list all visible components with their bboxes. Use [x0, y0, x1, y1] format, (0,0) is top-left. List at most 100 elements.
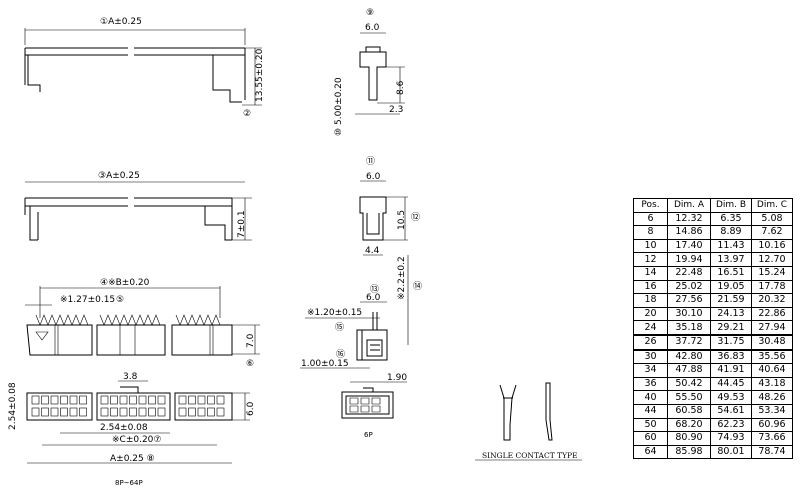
pitch-callout: ⑤ — [116, 295, 124, 305]
cell-pos: 12 — [633, 252, 668, 267]
height-callout: ⑭ — [413, 281, 422, 292]
cell-dim-c: 43.18 — [751, 376, 793, 392]
cell-dim-c: 60.96 — [751, 417, 793, 433]
contact-cavity — [148, 395, 156, 405]
cell-dim-a: 42.80 — [667, 349, 711, 365]
contact-cavity — [197, 407, 206, 417]
col-pitch-label: 2.54±0.08 — [100, 423, 148, 433]
contact-cavity — [79, 395, 87, 405]
contact-cavity — [69, 395, 78, 405]
cell-dim-a: 50.42 — [667, 376, 711, 392]
callout: ⑪ — [366, 156, 375, 167]
contact-cavity — [148, 407, 156, 417]
callout: ⑥ — [246, 359, 254, 369]
cell-pos: 10 — [633, 238, 668, 254]
cell-dim-c: 5.08 — [751, 211, 793, 227]
cell-dim-b: 74.93 — [710, 431, 752, 446]
contact-cavity — [157, 407, 166, 417]
cell-dim-b: 8.89 — [710, 225, 752, 240]
contact-cavity — [50, 395, 59, 405]
cell-dim-c: 73.66 — [751, 431, 793, 446]
dim-a-label: ③A±0.25 — [98, 171, 140, 181]
cell-pos: 20 — [633, 306, 668, 322]
pin-callout: ⑮ — [335, 322, 344, 333]
cell-dim-c: 20.32 — [751, 293, 793, 308]
contact-cavity — [100, 395, 109, 405]
cell-dim-a: 60.58 — [667, 403, 711, 419]
view-4-top: 3.8 6.0 2.54±0.08 2.54±0.08 ※C±0.20⑦ A±0… — [8, 372, 256, 487]
header-dim-c: Dim. C — [751, 198, 793, 213]
cell-dim-a: 47.88 — [667, 363, 711, 378]
dim-a-label: A±0.25 ⑧ — [110, 454, 155, 464]
cell-dim-a: 19.94 — [667, 252, 711, 267]
cell-dim-a: 17.40 — [667, 238, 711, 254]
caption: SINGLE CONTACT TYPE — [482, 451, 578, 460]
cell-dim-b: 21.59 — [710, 293, 752, 308]
cell-dim-a: 25.02 — [667, 279, 711, 295]
contact-cavity — [129, 395, 137, 405]
width-label: 6.0 — [365, 23, 380, 33]
contact-cavity — [60, 395, 68, 405]
cell-dim-c: 7.62 — [751, 225, 793, 240]
caption: 6P — [364, 431, 373, 439]
pitch-label: 1.90 — [387, 373, 407, 383]
cell-dim-b: 54.61 — [710, 403, 752, 419]
pin-label: ※1.20±0.15 — [307, 308, 362, 318]
height-label: 10.5 — [397, 210, 407, 230]
contact-cavity — [216, 395, 225, 405]
cell-dim-a: 80.90 — [667, 431, 711, 446]
cell-pos: 24 — [633, 320, 668, 336]
view-2-side: ③A±0.25 7±0.1 — [24, 171, 252, 241]
view-7-front: ⑬ 6.0 ※1.20±0.15 ⑮ ※2.2±0.2 ⑭ ⑯ 1.00±0.1… — [300, 255, 422, 369]
cell-dim-b: 80.01 — [710, 444, 752, 460]
cell-dim-b: 11.43 — [710, 238, 752, 254]
cell-dim-a: 27.56 — [667, 293, 711, 308]
header-dim-b: Dim. B — [710, 198, 752, 213]
cell-dim-c: 22.86 — [751, 306, 793, 322]
cell-dim-b: 29.21 — [710, 320, 752, 336]
cell-dim-c: 12.70 — [751, 252, 793, 267]
cell-dim-c: 10.16 — [751, 238, 793, 254]
cell-pos: 44 — [633, 403, 668, 419]
table-header: Pos. Dim. A Dim. B Dim. C — [633, 198, 793, 213]
contact-cavity — [41, 407, 49, 417]
cell-dim-a: 30.10 — [667, 306, 711, 322]
cell-dim-a: 68.20 — [667, 417, 711, 433]
offset-label: 5.00±0.20 — [334, 77, 344, 125]
width-label: 6.0 — [366, 293, 381, 303]
height-label: 7.0 — [246, 333, 256, 348]
cell-dim-b: 16.51 — [710, 265, 752, 281]
cell-dim-c: 53.34 — [751, 403, 793, 419]
tail-label: 2.3 — [389, 105, 403, 115]
cell-pos: 14 — [633, 265, 668, 281]
view-1-side: ①A±0.25 13.55±0.20 ② — [24, 17, 265, 119]
contact-cavity — [138, 407, 147, 417]
cell-dim-c: 27.94 — [751, 320, 793, 336]
cell-dim-b: 41.91 — [710, 363, 752, 378]
dim-c-label: ※C±0.20⑦ — [112, 435, 161, 445]
contact-cavity — [41, 395, 49, 405]
cell-dim-b: 31.75 — [710, 333, 752, 351]
contact-cavity — [178, 407, 187, 417]
callout: ⑬ — [370, 284, 379, 295]
contact-cavity — [129, 407, 137, 417]
cell-dim-b: 62.23 — [710, 417, 752, 433]
header-dim-a: Dim. A — [667, 198, 711, 213]
cell-pos: 18 — [633, 293, 668, 308]
contact-cavity — [216, 407, 225, 417]
height-label: 6.0 — [246, 401, 256, 416]
cell-pos: 40 — [633, 390, 668, 405]
cell-dim-c: 15.24 — [751, 265, 793, 281]
